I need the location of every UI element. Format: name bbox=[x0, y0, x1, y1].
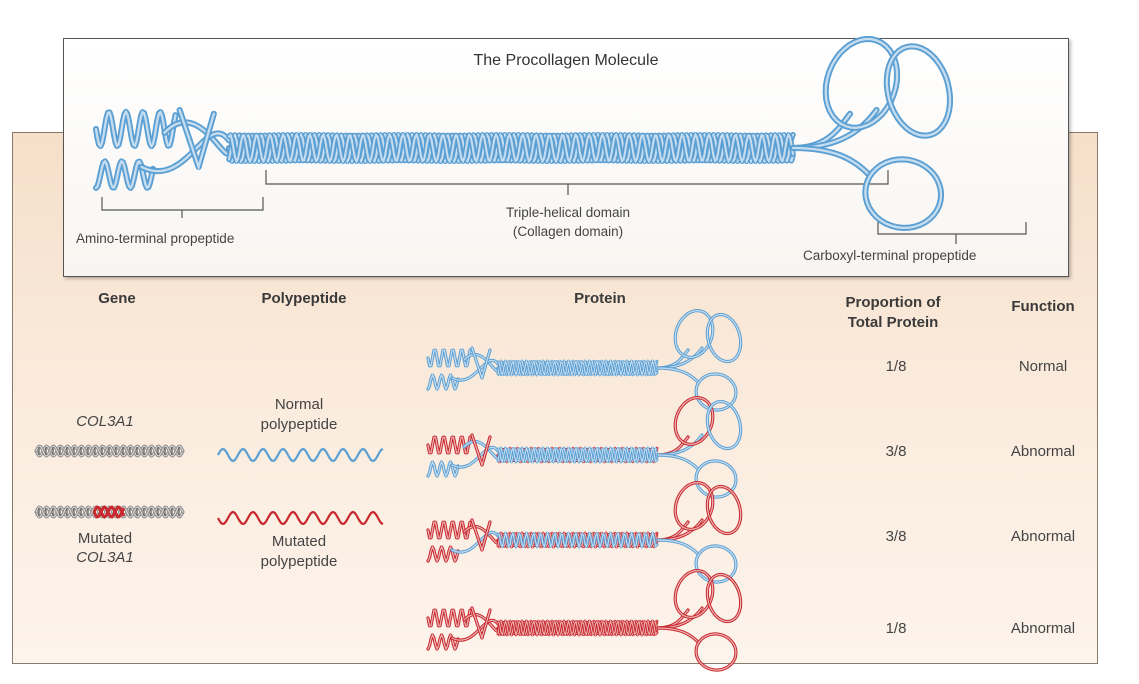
procollagen-helix-strand-3-highlight bbox=[227, 132, 795, 164]
protein-row-3-n-wiggle-top-highlight bbox=[427, 521, 471, 539]
protein-row-3-c-loop-2-highlight bbox=[706, 485, 742, 535]
gene-normal bbox=[34, 444, 185, 458]
protein-row-4 bbox=[426, 569, 743, 672]
protein-row-3-helix-strand-3-highlight bbox=[497, 530, 658, 550]
collagen-domain-label: (Collagen domain) bbox=[512, 224, 624, 239]
protein-row-4-c-loop-2-highlight bbox=[706, 573, 742, 623]
protein-row-4-n-wiggle-top-highlight bbox=[427, 609, 471, 627]
gene-mutated-mutation-2 bbox=[92, 505, 126, 519]
row2-function: Abnormal bbox=[1010, 443, 1076, 460]
carboxyl-bracket bbox=[877, 222, 1027, 235]
procollagen-n-zigzag-highlight bbox=[178, 108, 215, 171]
procollagen-n-wiggle-bottom-highlight bbox=[94, 159, 155, 190]
row2-proportion: 3/8 bbox=[885, 443, 907, 460]
protein-row-1 bbox=[426, 309, 743, 412]
protein-row-1-c-loop-2-highlight bbox=[706, 313, 742, 363]
polypeptide-normal-line1: Normal bbox=[274, 396, 324, 413]
protein-row-3-n-zigzag-highlight bbox=[471, 519, 491, 553]
gene-mutated-label-line2: COL3A1 bbox=[76, 549, 134, 566]
carboxyl-terminal-label: Carboxyl-terminal propeptide bbox=[803, 248, 977, 263]
procollagen-molecule bbox=[92, 35, 954, 231]
row1-function: Normal bbox=[1018, 358, 1068, 375]
header-proportion-line1: Proportion of bbox=[845, 294, 941, 311]
protein-row-3-c-loop-3-highlight bbox=[695, 545, 737, 583]
protein-row-4-c-loop-3-highlight bbox=[695, 633, 737, 671]
protein-row-1-n-wiggle-top-highlight bbox=[427, 349, 471, 367]
protein-row-4-c-loop-1-highlight bbox=[674, 569, 714, 619]
protein-row-2-n-wiggle-top-highlight bbox=[427, 436, 471, 454]
polypeptide-graphics bbox=[217, 447, 384, 526]
gene-mutated-label-line1: Mutated bbox=[77, 530, 133, 547]
protein-rows bbox=[426, 309, 743, 672]
procollagen-n-wiggle-top-highlight bbox=[94, 109, 177, 149]
protein-row-2-helix-strand-3-highlight bbox=[497, 445, 658, 465]
procollagen-c-loop-1-highlight bbox=[824, 37, 899, 129]
row1-proportion: 1/8 bbox=[885, 358, 907, 375]
row4-function: Abnormal bbox=[1010, 620, 1076, 637]
protein-row-2-c-loop-1-highlight bbox=[674, 396, 714, 446]
header-protein: Protein bbox=[574, 290, 626, 307]
gene-normal-strand-2-highlight bbox=[35, 445, 184, 457]
protein-row-1-c-loop-3-highlight bbox=[695, 373, 737, 411]
protein-row-2-c-loop-2-highlight bbox=[706, 400, 742, 450]
header-gene: Gene bbox=[98, 290, 136, 307]
amino-terminal-label: Amino-terminal propeptide bbox=[76, 231, 235, 246]
protein-row-2-n-zigzag-highlight bbox=[471, 434, 491, 468]
protein-row-3 bbox=[426, 481, 743, 584]
gene-mutated-mutation bbox=[92, 505, 126, 519]
protein-row-2-c-loop-3-highlight bbox=[695, 460, 737, 498]
procollagen bbox=[92, 35, 954, 231]
protein-row-1-helix-strand-3-highlight bbox=[497, 358, 658, 378]
protein-row-4-n-zigzag-highlight bbox=[471, 607, 491, 641]
row3-function: Abnormal bbox=[1010, 528, 1076, 545]
protein-row-2 bbox=[426, 396, 743, 499]
polypeptide-mutated-line2: polypeptide bbox=[260, 553, 338, 570]
protein-row-2-n-wiggle-bottom-highlight bbox=[427, 460, 459, 478]
gene-mutated bbox=[34, 505, 185, 519]
protein-row-4-n-wiggle-bottom-highlight bbox=[427, 633, 459, 651]
header-proportion-line2: Total Protein bbox=[847, 314, 939, 331]
row3-proportion: 3/8 bbox=[885, 528, 907, 545]
header-polypeptide: Polypeptide bbox=[261, 290, 347, 307]
protein-row-4-helix-strand-3-highlight bbox=[497, 618, 658, 638]
diagram-title: The Procollagen Molecule bbox=[473, 52, 659, 69]
protein-row-3-n-wiggle-bottom-highlight bbox=[427, 545, 459, 563]
procollagen-c-loop-2-highlight bbox=[885, 45, 952, 137]
protein-row-1-c-loop-1-highlight bbox=[674, 309, 714, 359]
gene-normal-label: COL3A1 bbox=[76, 413, 134, 430]
polypeptide-mutated-line1: Mutated bbox=[271, 533, 327, 550]
protein-row-1-n-wiggle-bottom-highlight bbox=[427, 373, 459, 391]
amino-bracket bbox=[101, 197, 264, 211]
gene-normal-strand-1-highlight bbox=[35, 445, 184, 457]
polypeptide-mutated-wave bbox=[217, 510, 384, 526]
row4-proportion: 1/8 bbox=[885, 620, 907, 637]
protein-row-3-c-link-3-highlight bbox=[657, 539, 699, 555]
protein-row-1-c-link-3-highlight bbox=[657, 367, 699, 383]
procollagen-c-loop-3-highlight bbox=[864, 158, 943, 230]
protein-row-3-c-loop-1-highlight bbox=[674, 481, 714, 531]
protein-row-2-c-link-3-highlight bbox=[657, 454, 699, 470]
protein-row-4-c-link-3-highlight bbox=[657, 627, 699, 643]
protein-row-1-n-zigzag-highlight bbox=[471, 347, 491, 381]
polypeptide-normal-wave bbox=[217, 447, 384, 463]
header-function: Function bbox=[1011, 298, 1075, 315]
procollagen-c-link-3-highlight bbox=[791, 146, 871, 176]
triple-helical-label: Triple-helical domain bbox=[505, 205, 631, 220]
polypeptide-normal-line2: polypeptide bbox=[260, 416, 338, 433]
triple-bracket bbox=[265, 170, 889, 185]
gene-graphics bbox=[34, 444, 185, 519]
